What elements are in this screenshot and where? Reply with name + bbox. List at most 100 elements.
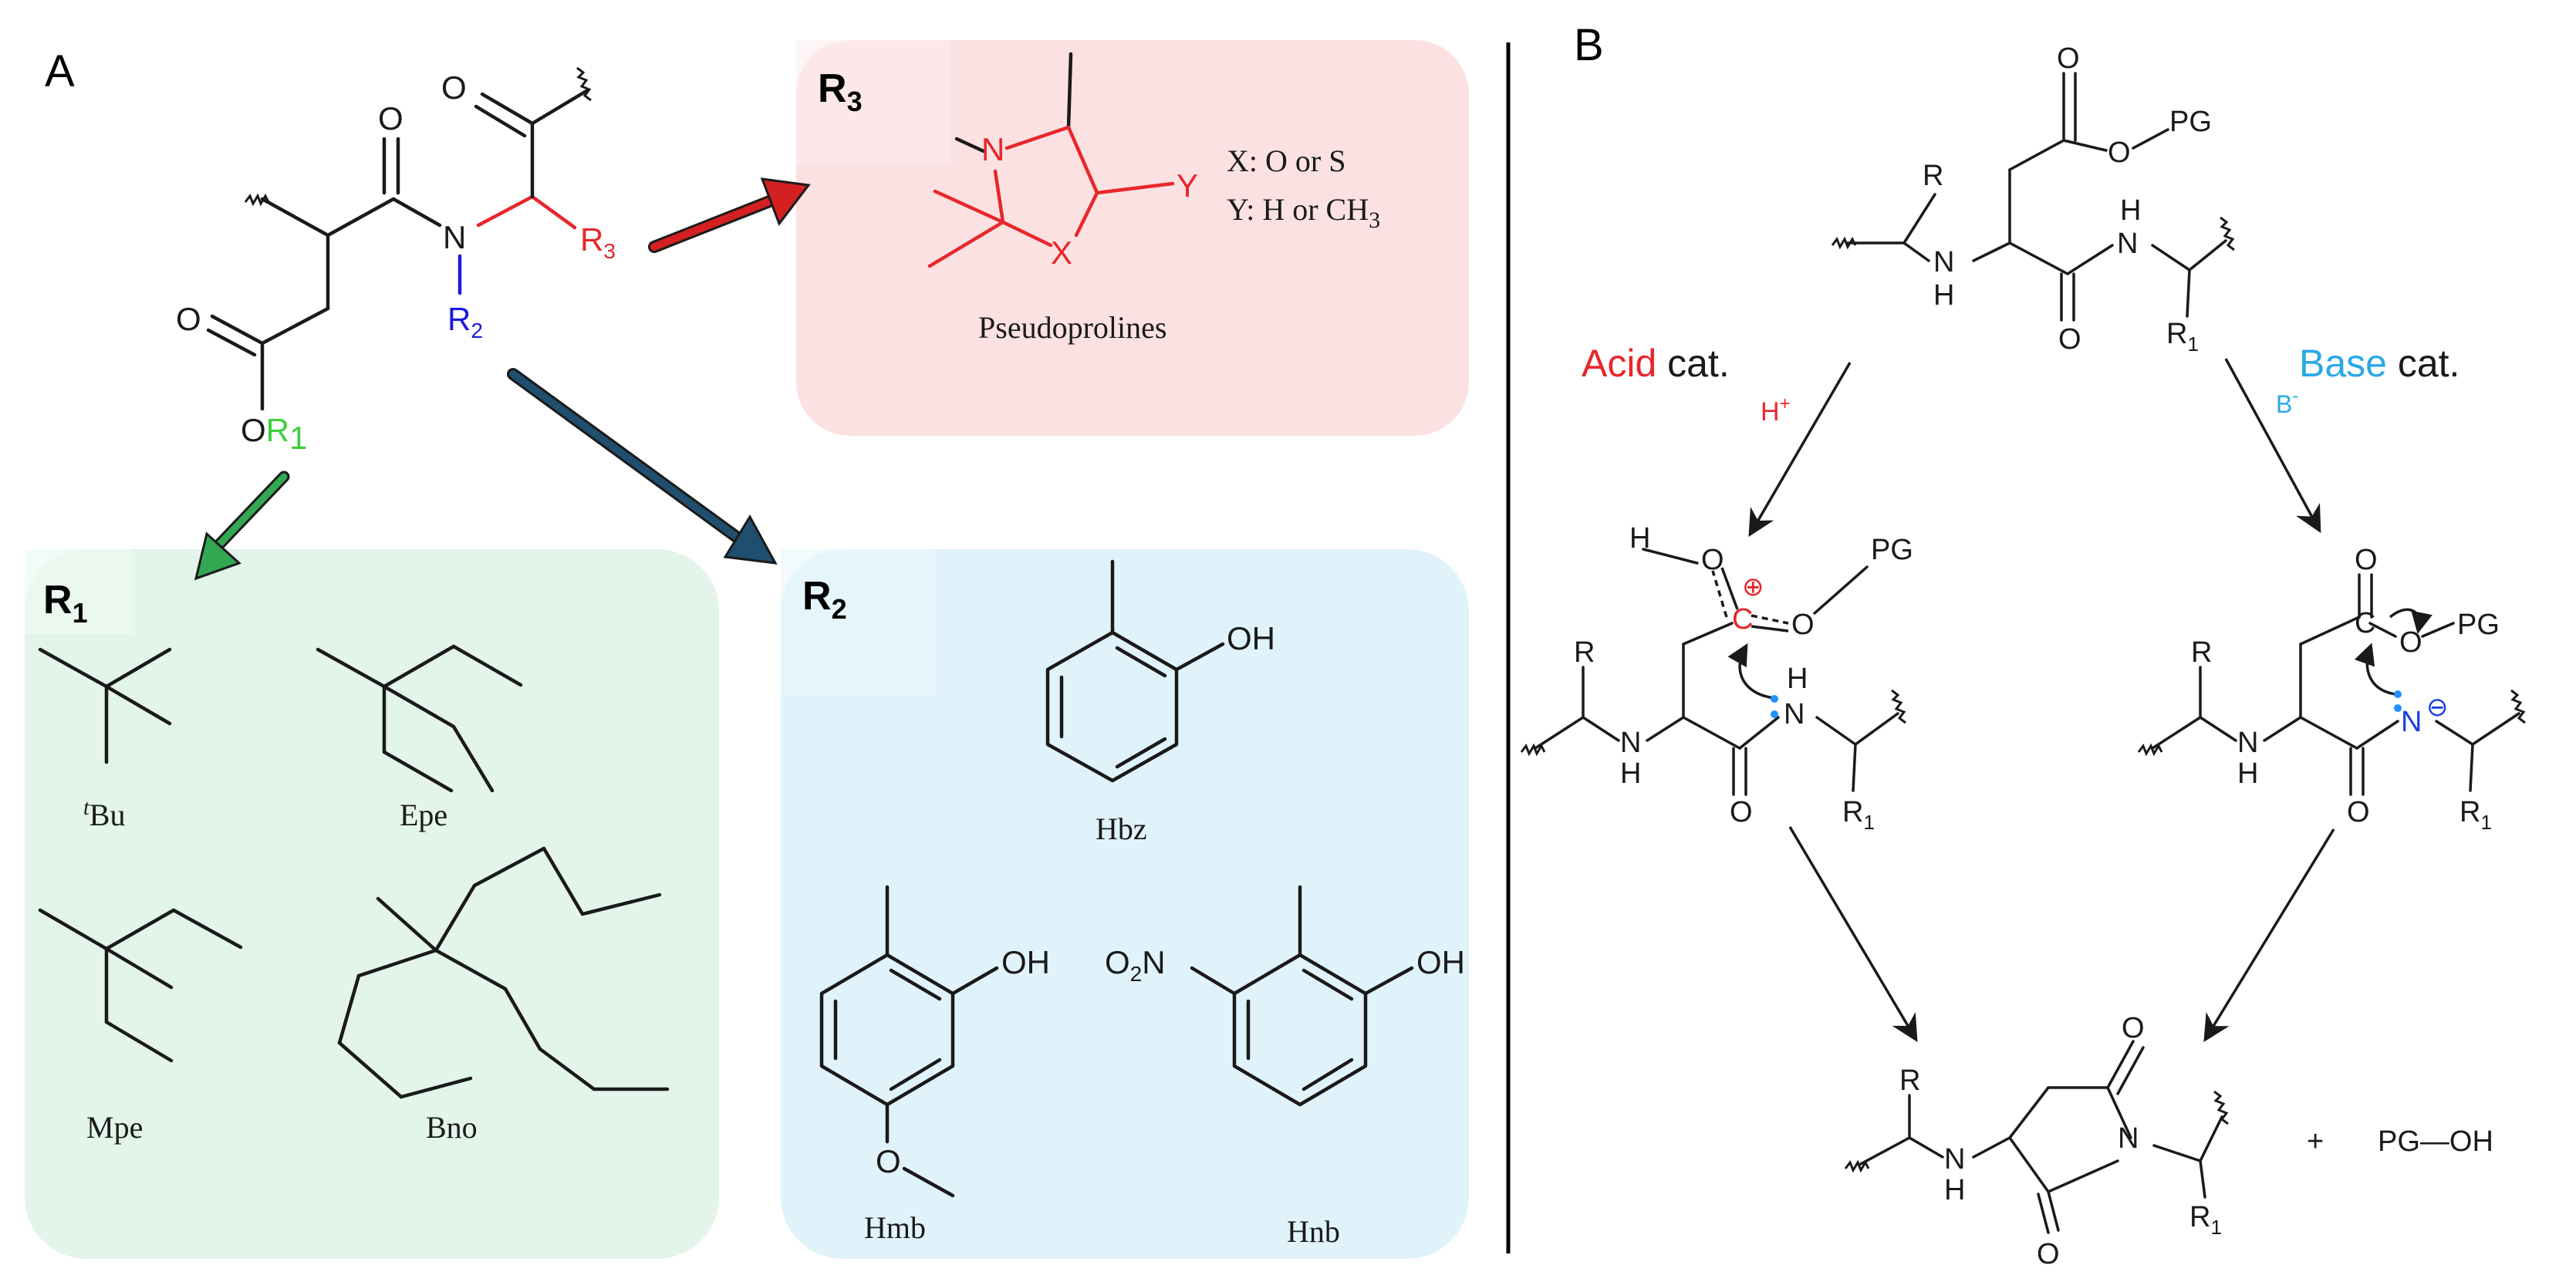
arrow-acid-2	[1788, 826, 1918, 1043]
b-top-structure	[1831, 72, 2235, 322]
product-structure	[1844, 1040, 2229, 1234]
pseudoproline-y: Y	[1177, 167, 1198, 204]
acid-reagent: H+	[1761, 393, 1791, 427]
base-minus: ⊖	[2426, 693, 2449, 722]
hbz-label: Hbz	[1096, 811, 1147, 846]
main-o-left: O	[176, 301, 201, 337]
r3-label-patch	[796, 40, 950, 164]
pseudoproline-n: N	[981, 131, 1004, 167]
hmb-oh: OH	[1001, 944, 1050, 980]
base-o-bottom: O	[2347, 796, 2370, 828]
epe-structure	[316, 644, 523, 793]
base-c: C	[2355, 607, 2375, 639]
r3-caption: Pseudoprolines	[978, 310, 1166, 345]
acid-nh: N	[1620, 727, 1641, 759]
arrow-base-1	[2224, 358, 2321, 534]
base-o2: O	[2399, 626, 2422, 659]
acid-o2: O	[1791, 609, 1815, 641]
product-n: N	[2118, 1122, 2139, 1155]
acid-lone-pair-2	[1771, 710, 1778, 718]
r1-title: R1	[43, 578, 88, 629]
mpe-label: Mpe	[86, 1110, 143, 1145]
acid-c: C	[1732, 603, 1753, 636]
base-r: R	[2191, 636, 2212, 669]
arrow-to-r2	[507, 368, 778, 565]
main-r3: R3	[580, 221, 616, 263]
main-o-top: O	[441, 69, 467, 106]
r2-title: R2	[802, 574, 847, 625]
product-h: H	[1944, 1174, 1965, 1206]
r2-label-patch	[781, 549, 935, 696]
r3-title: R3	[818, 66, 863, 117]
hmb-label: Hmb	[864, 1210, 926, 1245]
acid-o1: O	[1701, 544, 1724, 576]
mpe-structure	[38, 908, 243, 1063]
product-o-bottom: O	[2037, 1238, 2060, 1270]
base-lone-pair-2	[2394, 704, 2402, 712]
acid-r1: R1	[1842, 796, 1875, 834]
byproduct: PG—OH	[2378, 1125, 2493, 1158]
r1-box	[25, 549, 719, 1259]
b-top-h1: H	[1933, 279, 1954, 312]
b-top-r1: R1	[2166, 318, 2199, 356]
product-r: R	[1899, 1064, 1920, 1097]
hmb-structure	[819, 885, 999, 1198]
arrow-acid-1	[1748, 362, 1852, 538]
base-lone-pair-1	[2394, 690, 2402, 698]
product-o-top: O	[2122, 1012, 2145, 1044]
acid-h2: H	[1787, 663, 1808, 695]
b-top-o3: O	[2058, 323, 2081, 356]
acid-n2: N	[1784, 698, 1805, 730]
main-o-mid: O	[378, 100, 403, 137]
arrow-base-2	[2203, 828, 2335, 1042]
panel-b-letter: B	[1574, 20, 1604, 70]
product-plus: +	[2307, 1125, 2324, 1158]
pseudoproline-structure: N Y X	[927, 52, 1198, 271]
main-or1: OR1	[241, 412, 307, 456]
b-top-nh2: N	[2117, 228, 2138, 260]
epe-label: Epe	[400, 798, 447, 832]
base-o-top: O	[2355, 544, 2378, 576]
b-top-pg: PG	[2169, 106, 2212, 138]
base-nh: N	[2237, 727, 2258, 759]
base-r1: R1	[2460, 796, 2492, 834]
panel-a-letter: A	[45, 46, 75, 96]
hnb-oh: OH	[1416, 944, 1465, 980]
hnb-no2: O2N	[1105, 944, 1166, 986]
acid-lone-pair-1	[1771, 695, 1778, 703]
acid-r: R	[1574, 636, 1595, 669]
acid-pg: PG	[1871, 534, 1913, 566]
hbz-oh: OH	[1227, 620, 1275, 656]
hnb-label: Hnb	[1287, 1214, 1340, 1249]
pseudoproline-x: X	[1051, 234, 1072, 271]
arrow-to-r3	[648, 177, 811, 253]
b-top-nh2-h: H	[2120, 194, 2141, 227]
base-reagent: B-	[2276, 386, 2298, 418]
base-intermediate	[2137, 573, 2526, 796]
arrow-to-r1	[194, 471, 290, 581]
main-r2: R2	[447, 301, 483, 342]
acid-cat-label: Acid cat.	[1582, 342, 1730, 385]
hmb-o: O	[876, 1143, 901, 1179]
r2-box	[781, 549, 1469, 1259]
acid-o-bottom: O	[1730, 796, 1753, 828]
b-top-nh1: N	[1933, 246, 1954, 278]
product-r1: R1	[2189, 1201, 2222, 1239]
base-nh-h: H	[2237, 757, 2258, 790]
r1-label-patch	[25, 549, 133, 634]
main-structure: O N R2 R3 O O OR1	[176, 66, 616, 456]
product-nh: N	[1944, 1143, 1965, 1176]
r3-note-x: X: O or S	[1227, 143, 1345, 178]
b-top-o2: O	[2108, 137, 2131, 169]
hbz-structure	[1045, 559, 1225, 783]
hnb-structure	[1190, 885, 1414, 1107]
main-n: N	[443, 219, 466, 255]
base-cat-label: Base cat.	[2299, 342, 2460, 385]
r3-note-y: Y: H or CH3	[1227, 192, 1380, 233]
b-top-o1: O	[2057, 42, 2080, 75]
acid-intermediate	[1520, 548, 1906, 796]
acid-nh-h: H	[1620, 757, 1641, 790]
base-pg: PG	[2457, 609, 2500, 641]
